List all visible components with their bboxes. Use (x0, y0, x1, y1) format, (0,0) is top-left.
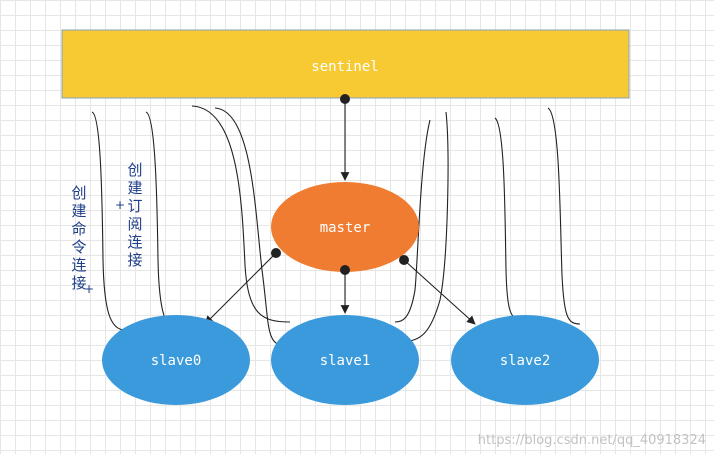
master-anchor-dot-right (399, 255, 409, 265)
subscribe-connection-slave0 (145, 111, 179, 333)
command-connection-slave1 (191, 105, 291, 323)
subscribe-connection-label: 创建订阅连接 (127, 161, 143, 269)
command-connection-slave2 (494, 117, 523, 321)
slave2-label: slave2 (500, 353, 551, 369)
subscribe-connection-plus: + (115, 198, 126, 212)
slave0-node[interactable] (102, 315, 250, 405)
subscribe-connection-slave1 (214, 107, 289, 348)
command-connection-slave0 (91, 111, 126, 331)
arrow-master-to-slave0 (204, 252, 277, 325)
subscribe-connection-slave2 (547, 107, 581, 325)
sentinel-box[interactable] (61, 29, 630, 99)
slave0-label: slave0 (151, 353, 202, 369)
slave1-label: slave1 (320, 353, 371, 369)
master-label: master (320, 220, 371, 236)
slave1-node[interactable] (271, 315, 419, 405)
command-connection-label: 创建命令连接 (71, 184, 87, 292)
master-anchor-dot-left (271, 248, 281, 258)
master-anchor-dot-center (340, 265, 350, 275)
master-node[interactable] (271, 182, 419, 272)
sentinel-label: sentinel (311, 59, 378, 75)
command-connection-slave1-right (394, 119, 431, 323)
sentinel-anchor-dot (340, 94, 350, 104)
arrow-master-to-slave2 (403, 259, 476, 325)
subscribe-connection-slave1-right (403, 111, 449, 343)
connection-curves (91, 105, 581, 348)
command-connection-plus: + (84, 282, 95, 296)
slave2-node[interactable] (451, 315, 599, 405)
watermark: https://blog.csdn.net/qq_40918324 (477, 433, 706, 448)
